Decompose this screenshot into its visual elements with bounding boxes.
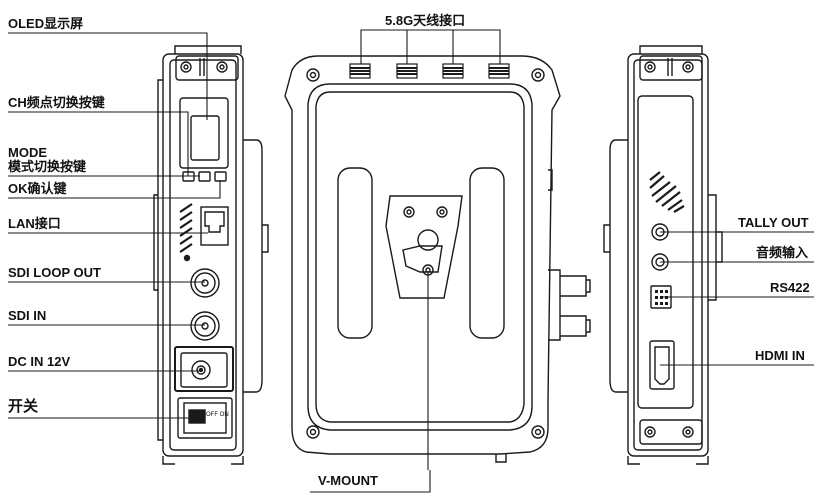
vent-slits bbox=[179, 203, 193, 253]
antenna-connectors bbox=[349, 63, 510, 79]
label-audio-in: 音频输入 bbox=[756, 245, 809, 260]
oled-panel bbox=[179, 97, 229, 169]
left-side-view bbox=[153, 45, 269, 465]
screw-icon bbox=[644, 426, 656, 438]
label-mode-line1: MODE bbox=[8, 145, 47, 160]
label-sdi-loop-out: SDI LOOP OUT bbox=[8, 265, 101, 280]
screw-icon bbox=[644, 61, 656, 73]
screw-icon bbox=[180, 61, 192, 73]
screw-icon bbox=[403, 206, 415, 218]
label-mode-line2: 模式切换按键 bbox=[8, 159, 87, 174]
lan-port bbox=[200, 206, 229, 246]
callout-lines bbox=[8, 29, 814, 493]
mode-button bbox=[198, 171, 211, 182]
oled-screen bbox=[190, 115, 220, 161]
screw-icon bbox=[306, 68, 320, 82]
screw-icon bbox=[306, 425, 320, 439]
label-ok-button: OK确认键 bbox=[8, 181, 67, 196]
label-antenna: 5.8G天线接口 bbox=[385, 13, 466, 28]
vent-slits bbox=[649, 171, 685, 213]
v-mount-plate bbox=[385, 195, 463, 299]
label-v-mount: V-MOUNT bbox=[318, 473, 378, 488]
label-rs422: RS422 bbox=[770, 280, 810, 295]
sdi-loop-out-connector bbox=[190, 268, 220, 298]
screw-icon bbox=[531, 425, 545, 439]
label-ch-button: CH频点切换按键 bbox=[8, 95, 105, 110]
label-tally-out: TALLY OUT bbox=[738, 215, 809, 230]
screw-icon bbox=[436, 206, 448, 218]
label-power-switch: 开关 bbox=[8, 398, 39, 415]
screw-icon bbox=[531, 68, 545, 82]
dc-in-jack bbox=[191, 360, 211, 380]
label-sdi-in: SDI IN bbox=[8, 308, 47, 323]
ok-button bbox=[214, 171, 227, 182]
sdi-in-connector bbox=[190, 311, 220, 341]
screw-icon bbox=[682, 61, 694, 73]
label-lan: LAN接口 bbox=[8, 216, 61, 231]
rear-view bbox=[284, 55, 591, 463]
label-dc-in: DC IN 12V bbox=[8, 354, 71, 369]
screw-icon bbox=[216, 61, 228, 73]
switch-off-on-text: OFF ON bbox=[206, 412, 229, 418]
label-oled: OLED显示屏 bbox=[8, 16, 84, 31]
right-side-view bbox=[603, 45, 723, 465]
screw-icon bbox=[682, 426, 694, 438]
label-hdmi-in: HDMI IN bbox=[755, 348, 805, 363]
